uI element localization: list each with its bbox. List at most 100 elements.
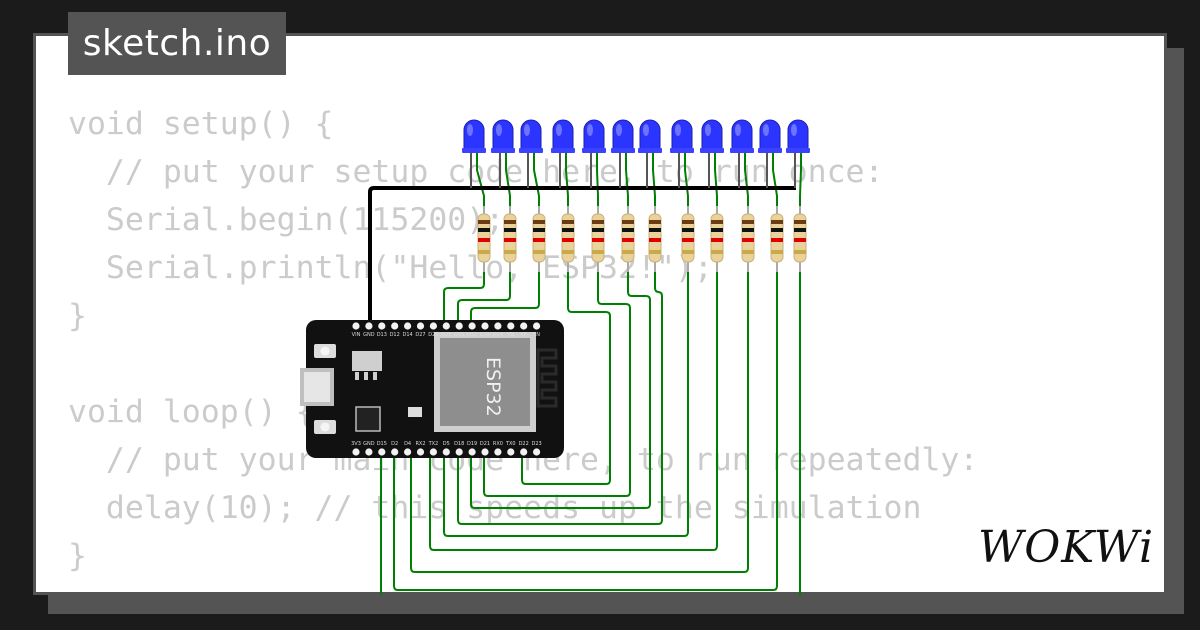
led-rim xyxy=(519,148,543,153)
led-highlight xyxy=(705,124,711,136)
pin-label: D4 xyxy=(404,441,411,447)
pin-hole[interactable] xyxy=(455,448,463,456)
led[interactable] xyxy=(520,119,542,151)
pin-hole[interactable] xyxy=(533,322,541,330)
resistor-band xyxy=(771,220,783,224)
resistor-band xyxy=(622,238,634,242)
code-editor[interactable]: void setup() { // put your setup code he… xyxy=(68,100,978,580)
resistor-band xyxy=(649,250,661,254)
resistor-band xyxy=(592,250,604,254)
pin-hole[interactable] xyxy=(481,448,489,456)
resistor-band xyxy=(562,220,574,224)
resistor-band xyxy=(504,238,516,242)
pin-label: D27 xyxy=(415,332,425,338)
led[interactable] xyxy=(463,119,485,151)
pin-hole[interactable] xyxy=(416,322,425,330)
pin-label: D35 xyxy=(480,332,490,338)
resistor-band xyxy=(711,220,723,224)
pin-hole[interactable] xyxy=(442,322,450,330)
led-highlight xyxy=(643,124,649,136)
pin-label: RX0 xyxy=(493,441,503,447)
led-anode-wire xyxy=(476,152,485,212)
led[interactable] xyxy=(552,119,574,151)
led-rim xyxy=(638,148,662,153)
pin-label: D32 xyxy=(467,332,477,338)
pin-hole[interactable] xyxy=(404,322,412,330)
led[interactable] xyxy=(583,119,605,151)
pin-label: D33 xyxy=(454,332,464,338)
led-anode-wire xyxy=(799,152,802,212)
esp32-module xyxy=(440,338,530,426)
led-anode-wire xyxy=(744,152,749,212)
signal-wire xyxy=(393,272,778,591)
pin-hole[interactable] xyxy=(494,448,502,456)
signal-wire xyxy=(429,272,718,551)
resistor-band xyxy=(562,250,574,254)
chip-label: ESP32 xyxy=(482,357,504,417)
signal-wire xyxy=(470,272,540,326)
pin-hole[interactable] xyxy=(352,322,360,330)
resistor-band xyxy=(622,220,634,224)
signal-wire xyxy=(521,272,611,485)
pin-hole[interactable] xyxy=(468,322,476,330)
led[interactable] xyxy=(492,119,514,151)
pin-hole[interactable] xyxy=(429,448,437,456)
file-tab[interactable]: sketch.ino xyxy=(68,12,286,75)
pin-hole[interactable] xyxy=(520,448,528,456)
resistor-band xyxy=(478,228,490,232)
pin-hole[interactable] xyxy=(468,448,476,456)
pin-hole[interactable] xyxy=(481,322,489,330)
pin-hole[interactable] xyxy=(378,322,386,330)
pin-hole[interactable] xyxy=(352,448,360,456)
pin-label: EN xyxy=(533,332,540,338)
pin-hole[interactable] xyxy=(365,322,373,330)
smd-part xyxy=(408,407,422,417)
led[interactable] xyxy=(701,119,723,151)
pin-hole[interactable] xyxy=(507,448,515,456)
pin-hole[interactable] xyxy=(404,448,412,456)
pin-hole[interactable] xyxy=(442,448,450,456)
pin-hole[interactable] xyxy=(416,448,425,456)
led[interactable] xyxy=(639,119,661,151)
antenna-trace xyxy=(536,348,558,408)
pin-hole[interactable] xyxy=(455,322,463,330)
pin-hole[interactable] xyxy=(391,322,399,330)
code-line: } xyxy=(68,538,87,574)
resistor-band xyxy=(711,238,723,242)
signal-wire xyxy=(410,272,749,573)
resistor-band xyxy=(649,238,661,242)
pin-label: RX2 xyxy=(415,441,425,447)
led[interactable] xyxy=(671,119,693,151)
pin-hole[interactable] xyxy=(494,322,502,330)
signal-wire xyxy=(483,272,631,497)
led[interactable] xyxy=(759,119,781,151)
resistor-band xyxy=(478,250,490,254)
resistor-band xyxy=(649,228,661,232)
led-highlight xyxy=(763,124,769,136)
resistor-band xyxy=(649,220,661,224)
pin-hole[interactable] xyxy=(533,448,541,456)
led[interactable] xyxy=(787,119,809,151)
usb-uart-chip xyxy=(355,406,381,432)
pin-hole[interactable] xyxy=(507,322,515,330)
pin-hole[interactable] xyxy=(365,448,373,456)
pin-hole[interactable] xyxy=(378,448,386,456)
pin-label: D21 xyxy=(480,441,490,447)
pin-label: VIN xyxy=(352,332,361,338)
pin-label: D15 xyxy=(377,441,387,447)
pin-hole[interactable] xyxy=(520,322,528,330)
led-array xyxy=(462,119,810,188)
pin-label: D12 xyxy=(390,332,400,338)
resistor-band xyxy=(742,220,754,224)
resistor-band xyxy=(742,228,754,232)
led[interactable] xyxy=(612,119,634,151)
code-line: Serial.begin(115200); xyxy=(68,202,505,238)
led-highlight xyxy=(524,124,530,136)
led[interactable] xyxy=(731,119,753,151)
signal-wire xyxy=(457,272,663,525)
pin-hole[interactable] xyxy=(391,448,399,456)
pin-hole[interactable] xyxy=(429,322,437,330)
